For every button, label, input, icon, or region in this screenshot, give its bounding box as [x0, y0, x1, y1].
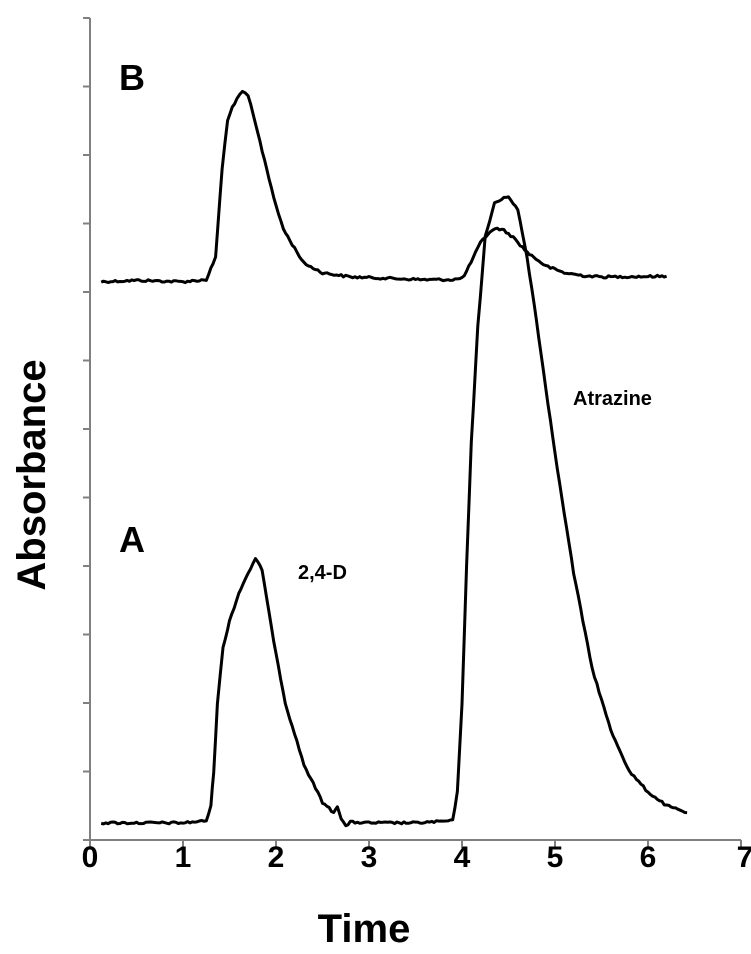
axes [89, 18, 741, 841]
peak-label-atrazine: Atrazine [573, 388, 652, 410]
panel-label-b: B [119, 57, 145, 98]
y-axis-title: Absorbance [10, 359, 54, 590]
x-ticks: 0 1 2 3 4 5 6 7 [82, 840, 751, 874]
x-tick-label: 0 [82, 841, 99, 874]
series-line-b [100, 89, 668, 285]
peak-label-24d: 2,4-D [298, 562, 347, 584]
x-tick-label: 7 [737, 841, 751, 874]
panel-label-a: A [119, 519, 145, 560]
series-line-a [100, 195, 688, 828]
x-tick-label: 4 [454, 841, 471, 874]
x-tick-label: 3 [361, 841, 378, 874]
series-layer [100, 89, 688, 828]
x-tick-label: 5 [547, 841, 564, 874]
x-tick-label: 6 [640, 841, 657, 874]
x-tick-label: 1 [175, 841, 192, 874]
y-ticks [83, 17, 90, 841]
x-axis-title: Time [318, 907, 411, 951]
x-tick-label: 2 [268, 841, 285, 874]
